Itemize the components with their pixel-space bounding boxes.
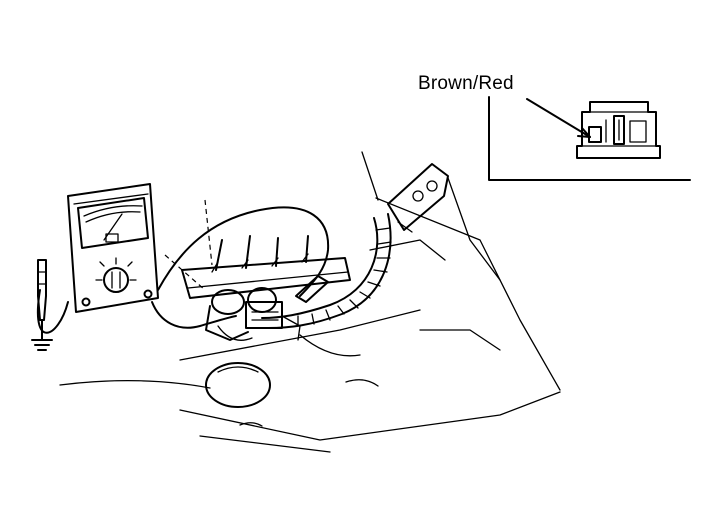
connector-icon xyxy=(576,101,661,159)
vehicle-body-outline xyxy=(59,151,561,453)
inset-box xyxy=(488,96,691,181)
body-opening xyxy=(205,362,379,427)
mounting-bracket xyxy=(387,163,449,233)
wiring-harness xyxy=(261,213,392,329)
leader-line xyxy=(526,98,591,138)
engine-manifold xyxy=(181,235,351,299)
multimeter-icon xyxy=(67,183,159,313)
component-cluster xyxy=(205,287,301,341)
brown-red-wire-label: Brown/Red xyxy=(418,73,514,94)
ground-symbol-icon xyxy=(31,259,53,351)
